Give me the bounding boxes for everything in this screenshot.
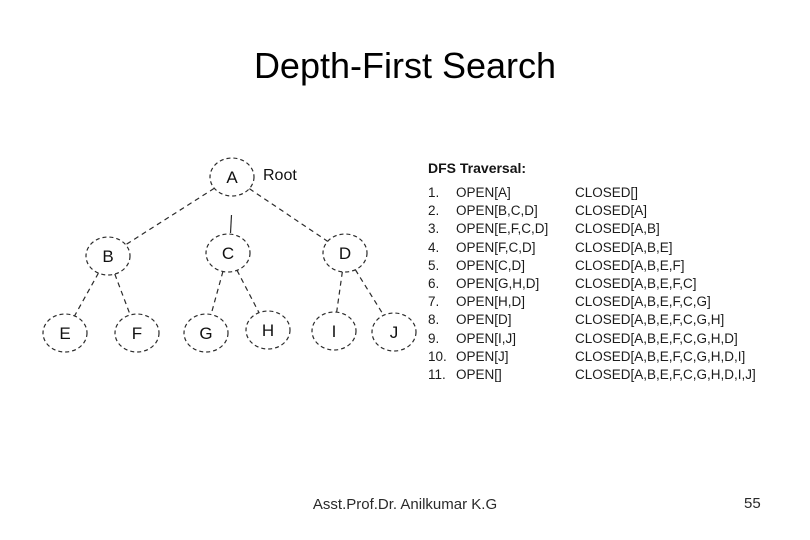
traversal-open: OPEN[H,D] [456, 294, 526, 310]
traversal-row: 4. OPEN[F,C,D] CLOSED[A,B,E] [428, 240, 798, 258]
traversal-open: OPEN[E,F,C,D] [456, 221, 549, 237]
tree-node-label: E [59, 324, 70, 343]
traversal-open: OPEN[] [456, 367, 502, 382]
tree-edge [236, 270, 260, 313]
tree-node-label: H [262, 321, 274, 340]
traversal-num: 3. [428, 221, 440, 237]
tree-node-circle [322, 233, 368, 273]
tree-node-label: G [199, 324, 212, 343]
tree-node-circle [183, 313, 229, 353]
tree-node-circle [245, 310, 291, 350]
traversal-heading: DFS Traversal: [428, 160, 527, 176]
footer-author: Asst.Prof.Dr. Anilkumar K.G [312, 496, 498, 513]
traversal-closed: CLOSED[A,B,E,F,C,G] [575, 294, 711, 310]
tree-node-circle [42, 313, 88, 353]
tree-node-label: D [339, 244, 351, 263]
traversal-row: 3. OPEN[E,F,C,D] CLOSED[A,B] [428, 221, 798, 239]
tree-edge [114, 273, 131, 316]
tree-edge [210, 271, 224, 315]
tree-edge [336, 271, 343, 313]
traversal-open: OPEN[G,H,D] [456, 276, 540, 291]
tree-edge [74, 272, 99, 317]
tree-node-label: J [390, 323, 399, 342]
traversal-open: OPEN[F,C,D] [456, 239, 536, 255]
traversal-num: 5. [428, 257, 440, 273]
tree-node-circle [311, 311, 357, 351]
traversal-closed: CLOSED[A,B] [575, 221, 660, 237]
traversal-closed: CLOSED[A,B,E,F,C,G,H] [575, 312, 725, 328]
traversal-open: OPEN[I,J] [456, 330, 517, 346]
traversal-num: 6. [428, 276, 440, 291]
traversal-closed: CLOSED[A,B,E,F] [575, 257, 685, 273]
tree-node-circle [85, 236, 131, 276]
traversal-num: 8. [428, 312, 440, 328]
tree-node-label: C [222, 244, 234, 263]
traversal-row: 9. OPEN[I,J] CLOSED[A,B,E,F,C,G,H,D] [428, 331, 798, 349]
tree-node-label: A [226, 168, 238, 187]
traversal-open: OPEN[C,D] [456, 257, 526, 273]
tree-edge [229, 214, 233, 234]
traversal-num: 11. [428, 367, 446, 382]
traversal-closed: CLOSED[A,B,E,F,C,G,H,D] [575, 330, 738, 346]
traversal-list: 1. OPEN[A] CLOSED[] 2. OPEN[B,C,D] CLOSED[A] 3… [428, 185, 798, 395]
traversal-num: 9. [428, 330, 440, 346]
traversal-row: 10. OPEN[J] CLOSED[A,B,E,F,C,G,H,D,I] [428, 349, 798, 367]
tree-edge [354, 269, 385, 316]
traversal-closed: CLOSED[A,B,E,F,C,G,H,D,I,J] [575, 367, 756, 382]
traversal-row: 7. OPEN[H,D] CLOSED[A,B,E,F,C,G] [428, 294, 798, 312]
traversal-row: 5. OPEN[C,D] CLOSED[A,B,E,F] [428, 258, 798, 276]
tree-edge [249, 188, 328, 242]
traversal-row: 6. OPEN[G,H,D] CLOSED[A,B,E,F,C] [428, 276, 798, 294]
tree-node-label: B [102, 247, 113, 266]
tree-node-circle [209, 157, 255, 197]
tree-edge [125, 187, 215, 246]
tree-node-circle [114, 313, 160, 353]
traversal-row: 8. OPEN[D] CLOSED[A,B,E,F,C,G,H] [428, 312, 798, 330]
tree-node-circle [371, 312, 417, 352]
traversal-closed: CLOSED[A,B,E] [575, 239, 673, 255]
traversal-open: OPEN[A] [456, 185, 511, 200]
traversal-open: OPEN[B,C,D] [456, 203, 538, 219]
tree-node-label: I [332, 322, 337, 341]
page-number: 55 [744, 495, 761, 512]
traversal-row: 1. OPEN[A] CLOSED[] [428, 185, 798, 203]
traversal-row: 2. OPEN[B,C,D] CLOSED[A] [428, 203, 798, 221]
traversal-num: 1. [428, 185, 440, 200]
tree-node-circle [205, 233, 251, 273]
tree-node-label: F [132, 324, 142, 343]
traversal-closed: CLOSED[] [575, 185, 639, 200]
traversal-panel: DFS Traversal: 1. OPEN[A] CLOSED[] 2. OPEN[B… [428, 160, 798, 382]
page-title: Depth-First Search [253, 45, 557, 86]
traversal-closed: CLOSED[A,B,E,F,C] [575, 276, 697, 291]
traversal-num: 4. [428, 239, 440, 255]
traversal-num: 10. [428, 348, 447, 364]
traversal-open: OPEN[J] [456, 348, 509, 364]
traversal-closed: CLOSED[A,B,E,F,C,G,H,D,I] [575, 348, 746, 364]
root-label: Root [263, 167, 297, 184]
traversal-closed: CLOSED[A] [575, 203, 648, 219]
traversal-open: OPEN[D] [456, 312, 512, 328]
traversal-row: 11. OPEN[] CLOSED[A,B,E,F,C,G,H,D,I,J] [428, 367, 798, 385]
traversal-num: 2. [428, 203, 440, 219]
traversal-num: 7. [428, 294, 440, 310]
